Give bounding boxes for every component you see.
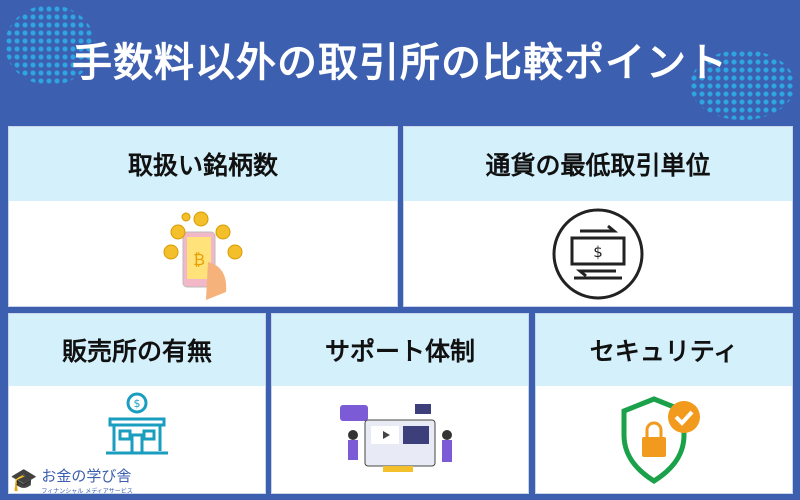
card-title: サポート体制 [272,314,528,386]
card-coin-count: 取扱い銘柄数 ₿ [8,126,398,307]
page-title: 手数料以外の取引所の比較ポイント [72,40,728,86]
security-shield-icon [536,386,792,494]
money-exchange-icon: $ [404,201,792,307]
svg-text:₿: ₿ [193,250,205,269]
logo-name: お金の学び舎 [41,467,132,485]
decorative-dots [5,5,95,85]
card-sales-office: 販売所の有無 $ [8,313,266,494]
support-team-icon [272,386,528,494]
card-min-unit: 通貨の最低取引単位 $ [403,126,793,307]
phone-coins-icon: ₿ [9,201,397,307]
card-title: 取扱い銘柄数 [9,127,397,201]
card-title: 販売所の有無 [9,314,265,386]
svg-text:$: $ [134,397,141,410]
card-security: セキュリティ [535,313,793,494]
decorative-dots [690,50,795,120]
bank-building-icon: $ [9,386,265,466]
card-title: セキュリティ [536,314,792,386]
card-support: サポート体制 [271,313,529,494]
graduation-cap-icon: 🎓 [10,467,38,493]
logo-tagline: フィナンシャル メディアサービス [41,488,133,495]
logo: 🎓 お金の学び舎 フィナンシャル メディアサービス [10,465,133,495]
svg-text:$: $ [593,243,603,261]
card-title: 通貨の最低取引単位 [404,127,792,201]
